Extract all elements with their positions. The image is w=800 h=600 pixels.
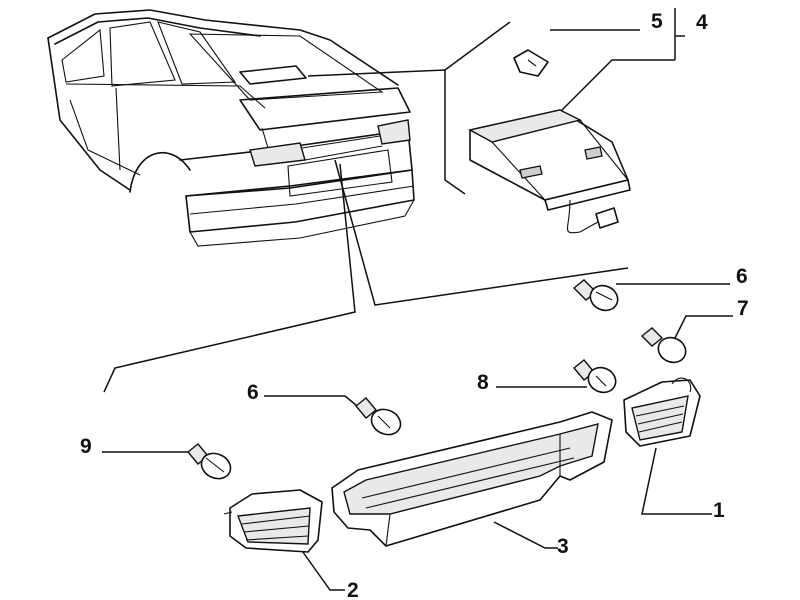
callout-6-lower: 6: [247, 381, 259, 404]
callout-2: 2: [347, 579, 359, 600]
part-2-left-lamp: [223, 489, 323, 553]
callout-3: 3: [557, 535, 569, 558]
callout-labels: 5 4 6 7 8 6 9 1 3 2: [80, 10, 749, 600]
callout-9: 9: [80, 435, 92, 458]
callout-1: 1: [713, 499, 725, 522]
callout-8: 8: [477, 371, 489, 394]
bulb-5-icon: [513, 49, 549, 77]
callout-6-upper: 6: [736, 265, 748, 288]
callout-4: 4: [696, 11, 708, 34]
bulb-6-lower-icon: [355, 397, 402, 436]
car-rear-view: [47, 9, 415, 247]
part-4-housing: [468, 109, 631, 234]
part-1-right-lamp: [623, 377, 701, 447]
bulbs: [187, 49, 687, 480]
bulb-8-icon: [573, 359, 617, 394]
leader-lines: [102, 8, 733, 591]
callout-5: 5: [651, 10, 663, 33]
bulb-7-icon: [640, 327, 687, 364]
bulb-6-upper-icon: [572, 279, 619, 312]
bulb-9-icon: [187, 443, 232, 480]
callout-7: 7: [737, 297, 749, 320]
part-3-light-bar: [331, 411, 613, 547]
